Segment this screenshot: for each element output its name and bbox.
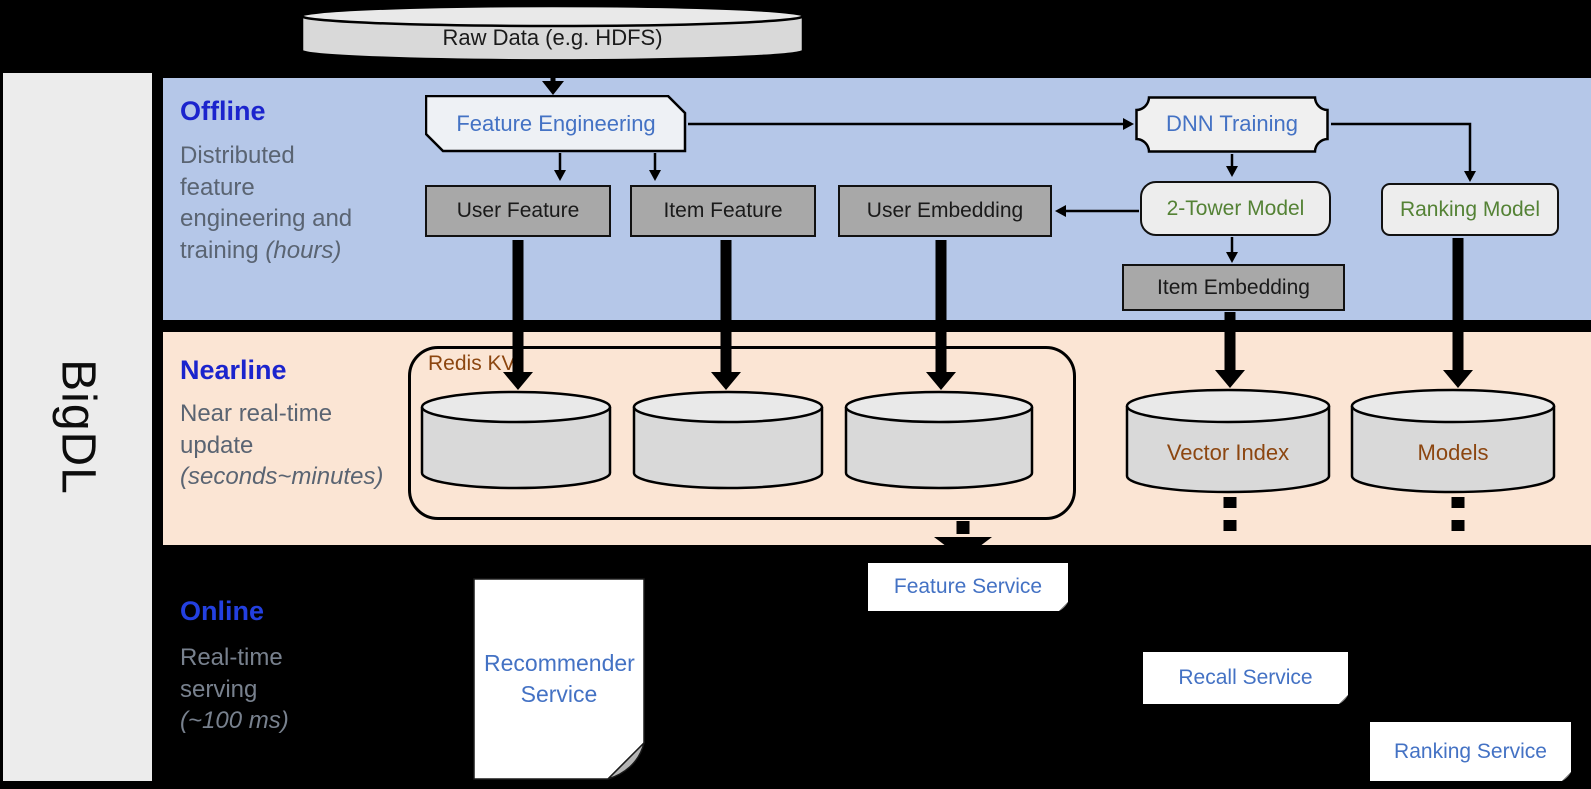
ranking-model-box: Ranking Model	[1381, 183, 1559, 236]
vector-index-label: Vector Index	[1166, 439, 1290, 465]
item-feature-box: Item Feature	[630, 185, 816, 237]
recall-service-box: Recall Service	[1143, 652, 1348, 704]
nearline-title: Nearline	[180, 355, 287, 385]
offline-description-italic: (hours)	[265, 237, 342, 265]
service-card-shape	[1143, 652, 1348, 704]
dnn-training-node: DNN Training	[1135, 96, 1329, 153]
item-feature-label: Item Feature	[663, 199, 783, 223]
bigdl-sidebar: BigDL	[3, 73, 152, 781]
recall-service-label: Recall Service	[1178, 666, 1313, 690]
recommender-service-label: Recommender Service	[484, 649, 635, 707]
user-embedding-box: User Embedding	[838, 185, 1052, 237]
service-card-shape	[868, 563, 1068, 611]
nearline-description-italic: (seconds~minutes)	[180, 463, 384, 491]
offline-title: Offline	[180, 96, 266, 126]
cylinder-shape	[1125, 388, 1331, 494]
redis-kv-label: Redis KV	[428, 352, 516, 375]
models-store: Models	[1350, 388, 1556, 494]
cylinder-shape	[1350, 388, 1556, 494]
feature-service-label: Feature Service	[893, 575, 1043, 599]
cylinder-shape	[420, 390, 612, 490]
plaque-shape	[1135, 96, 1329, 153]
online-description-text: Real-time serving	[180, 644, 283, 703]
feature-engineering-label: Feature Engineering	[456, 110, 656, 136]
recommender-service-doc: Recommender Service	[473, 578, 645, 780]
two-tower-model-box: 2-Tower Model	[1140, 181, 1331, 236]
online-description-italic: (~100 ms)	[180, 707, 289, 735]
online-title: Online	[180, 596, 265, 626]
online-description: Real-time serving (~100 ms)	[180, 642, 312, 737]
user-feature-box: User Feature	[425, 185, 611, 237]
ranking-service-label: Ranking Service	[1394, 739, 1547, 763]
cylinder-shape	[844, 390, 1034, 490]
feature-service-box: Feature Service	[868, 563, 1068, 611]
item-embedding-box: Item Embedding	[1122, 264, 1345, 311]
redis-kv-container	[408, 346, 1076, 520]
models-label: Models	[1417, 439, 1489, 465]
offline-description: Distributed feature engineering and trai…	[180, 140, 358, 267]
ranking-model-label: Ranking Model	[1399, 197, 1541, 221]
item-embedding-label: Item Embedding	[1157, 275, 1310, 299]
nearline-description: Near real-time update (seconds~minutes)	[180, 398, 383, 493]
two-tower-model-label: 2-Tower Model	[1166, 196, 1305, 220]
dnn-training-label: DNN Training	[1165, 111, 1299, 137]
offline-description-text: Distributed feature engineering and trai…	[180, 142, 353, 265]
redis-cylinder-user	[420, 390, 612, 490]
document-shape	[473, 578, 645, 780]
bigdl-brand-label: BigDL	[51, 359, 104, 495]
feature-engineering-node: Feature Engineering	[425, 95, 687, 153]
redis-cylinder-embedding	[844, 390, 1034, 490]
snip-card-shape	[425, 95, 687, 153]
ranking-service-box: Ranking Service	[1370, 722, 1571, 781]
service-card-shape	[1370, 722, 1571, 781]
cylinder-shape	[300, 4, 805, 62]
raw-data-label: Raw Data (e.g. HDFS)	[442, 24, 663, 50]
user-feature-label: User Feature	[456, 199, 580, 223]
cylinder-shape	[632, 390, 824, 490]
nearline-description-text: Near real-time update	[180, 400, 333, 459]
raw-data-store: Raw Data (e.g. HDFS)	[300, 4, 805, 64]
redis-cylinder-item	[632, 390, 824, 490]
vector-index-store: Vector Index	[1125, 388, 1331, 494]
user-embedding-label: User Embedding	[866, 199, 1024, 223]
